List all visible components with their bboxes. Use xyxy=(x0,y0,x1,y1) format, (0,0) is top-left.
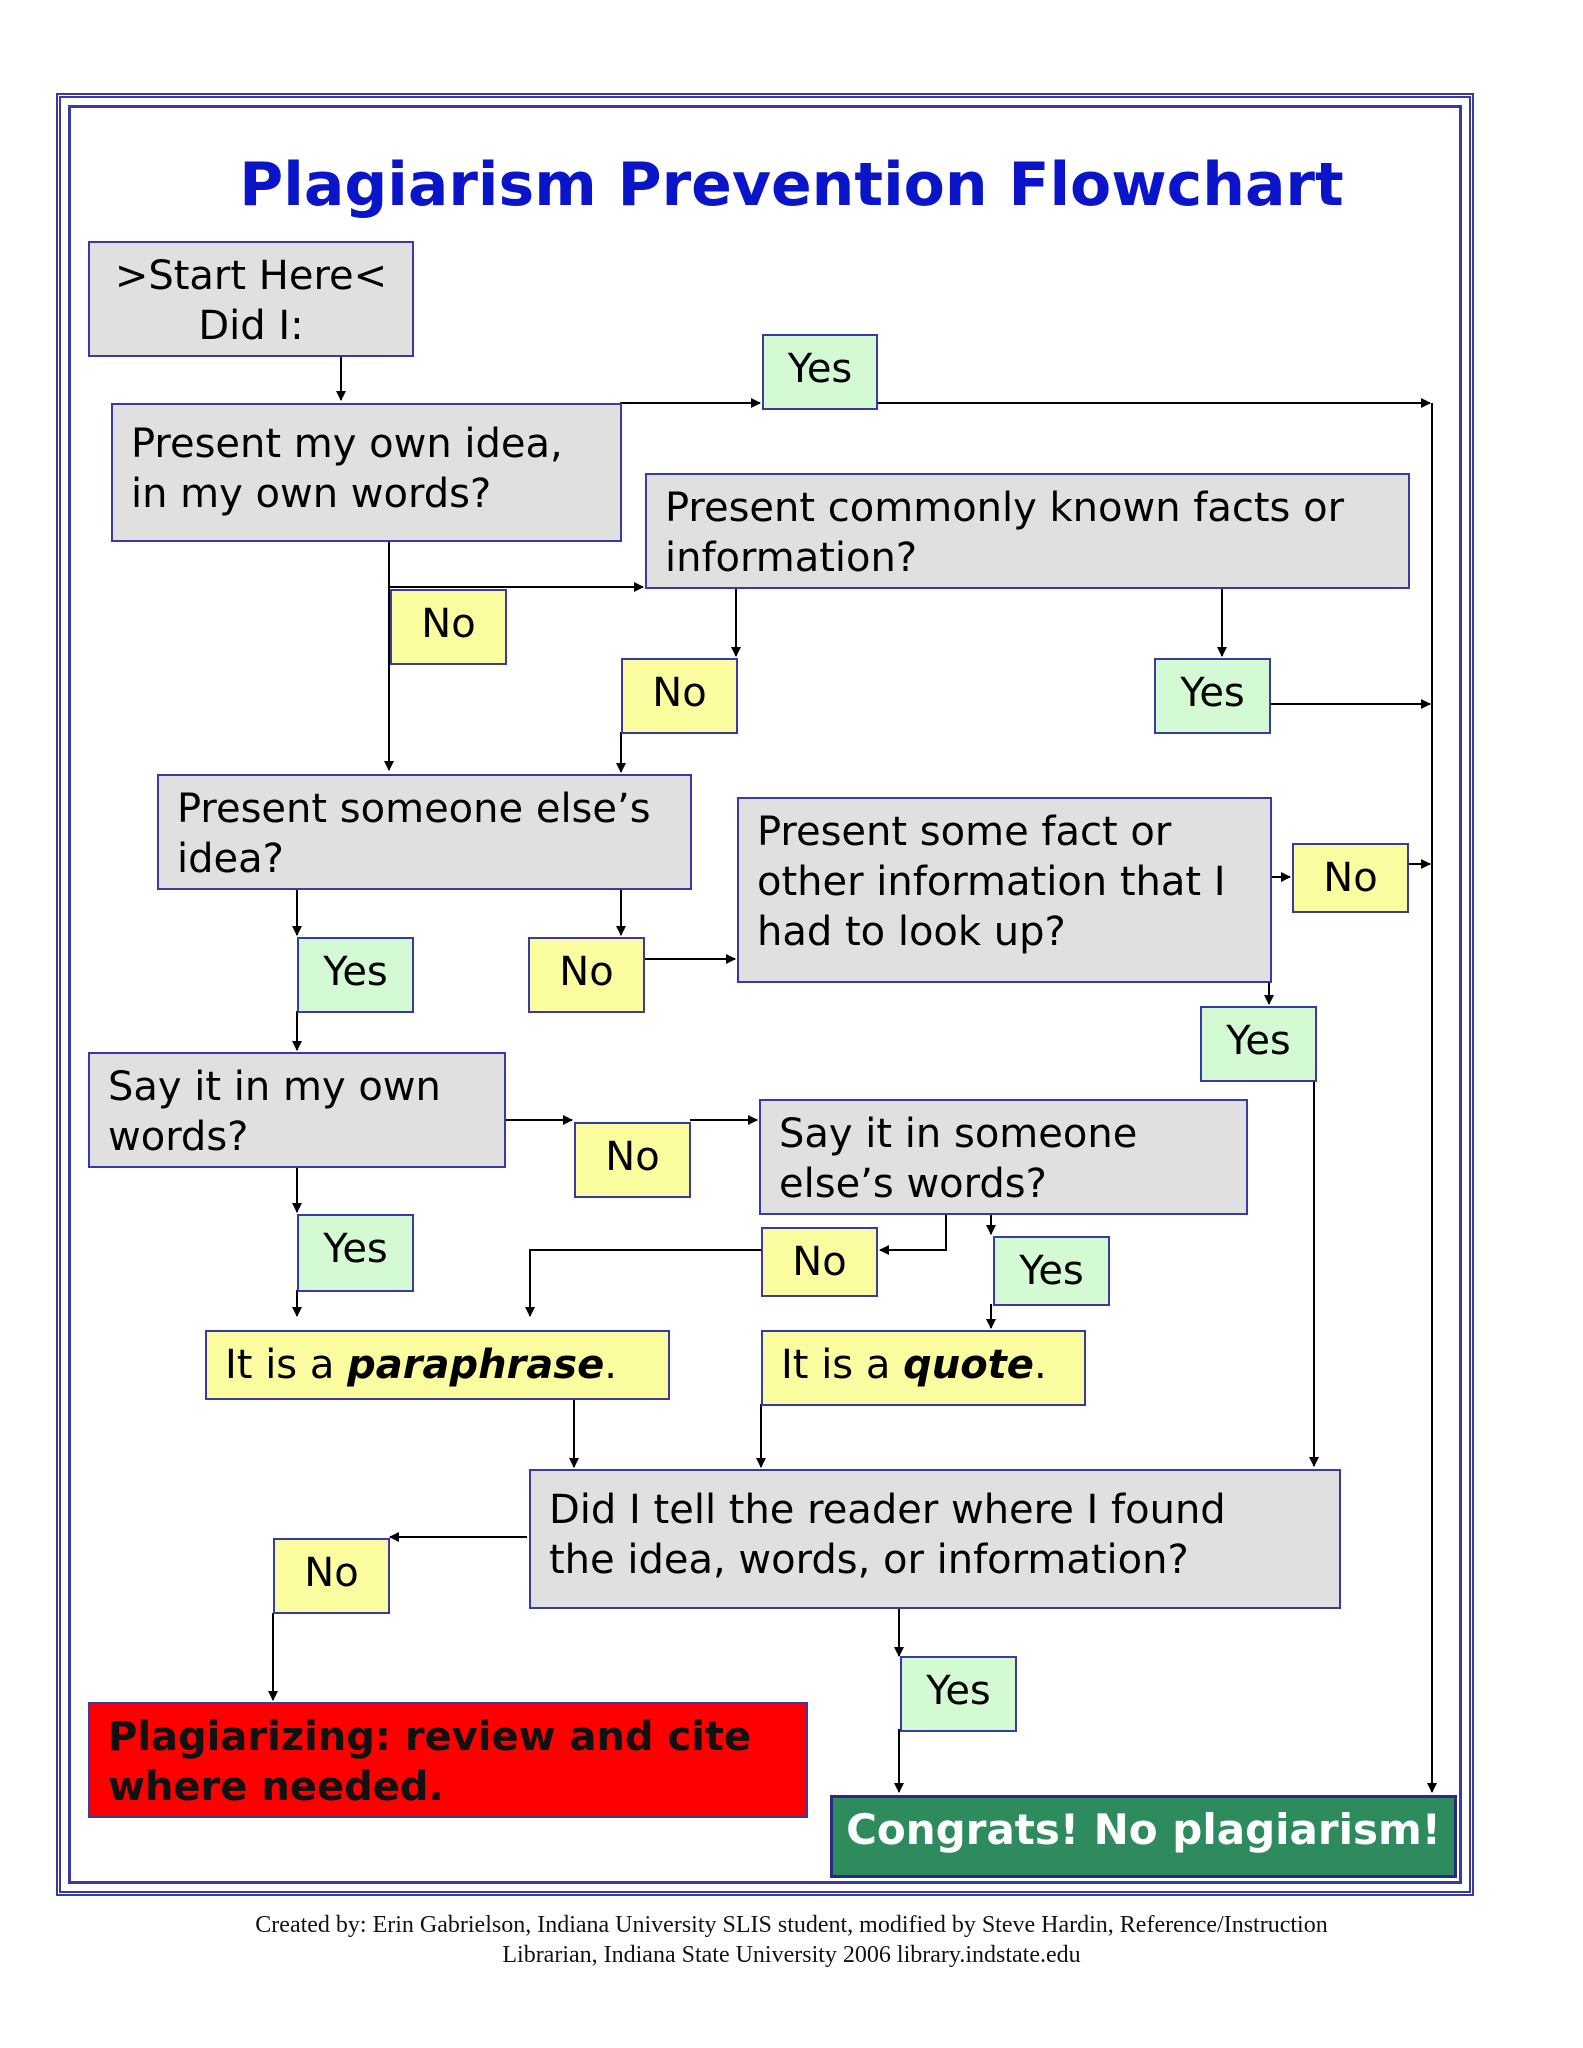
node-looked-up: Present some fact or other information t… xyxy=(737,797,1272,983)
inner-frame xyxy=(68,105,1462,1884)
node-paraphrase: It is a paraphrase. xyxy=(205,1330,670,1400)
outer-frame xyxy=(56,93,1474,1896)
label-yes-own-words: Yes xyxy=(297,1214,414,1292)
credit-line-2: Librarian, Indiana State University 2006… xyxy=(502,1942,1081,1968)
node-plagiarizing: Plagiarizing: review and cite where need… xyxy=(88,1702,808,1818)
quote-emph: quote xyxy=(903,1342,1034,1388)
edge-someone-words-no xyxy=(879,1213,947,1255)
label-no-tell-reader: No xyxy=(273,1538,390,1614)
node-quote: It is a quote. xyxy=(761,1330,1086,1406)
label-yes-tell-reader: Yes xyxy=(900,1656,1017,1732)
label-no-someone-idea: No xyxy=(528,937,645,1013)
label-no-own-words: No xyxy=(574,1122,691,1198)
label-yes-someone-idea: Yes xyxy=(297,937,414,1013)
label-no-own-idea: No xyxy=(390,589,507,665)
quote-suffix: . xyxy=(1033,1342,1047,1388)
node-own-words: Say it in my own words? xyxy=(88,1052,506,1168)
node-someone-else-idea: Present someone else’s idea? xyxy=(157,774,692,890)
node-tell-reader: Did I tell the reader where I found the … xyxy=(529,1469,1341,1609)
edge-no-paraphrase xyxy=(525,1249,761,1317)
page-title: Plagiarism Prevention Flowchart xyxy=(239,150,1344,220)
paraphrase-prefix: It is a xyxy=(225,1342,348,1388)
node-start: >Start Here< Did I: xyxy=(88,241,414,357)
node-congrats: Congrats! No plagiarism! xyxy=(830,1795,1457,1878)
label-no-common: No xyxy=(621,658,738,734)
node-someone-words: Say it in someone else’s words? xyxy=(759,1099,1248,1215)
label-yes-common: Yes xyxy=(1154,658,1271,734)
label-no-looked-up: No xyxy=(1292,843,1409,913)
quote-prefix: It is a xyxy=(781,1342,904,1388)
label-yes-someone-words: Yes xyxy=(993,1236,1110,1306)
paraphrase-suffix: . xyxy=(604,1342,617,1388)
label-yes-looked-up: Yes xyxy=(1200,1006,1317,1082)
node-common-facts: Present commonly known facts or informat… xyxy=(645,473,1410,589)
credit-line-1: Created by: Erin Gabrielson, Indiana Uni… xyxy=(255,1912,1328,1938)
label-yes-own-idea: Yes xyxy=(762,334,878,410)
node-own-idea: Present my own idea, in my own words? xyxy=(111,403,622,542)
label-no-someone-words: No xyxy=(761,1227,878,1297)
paraphrase-emph: paraphrase xyxy=(347,1342,605,1388)
